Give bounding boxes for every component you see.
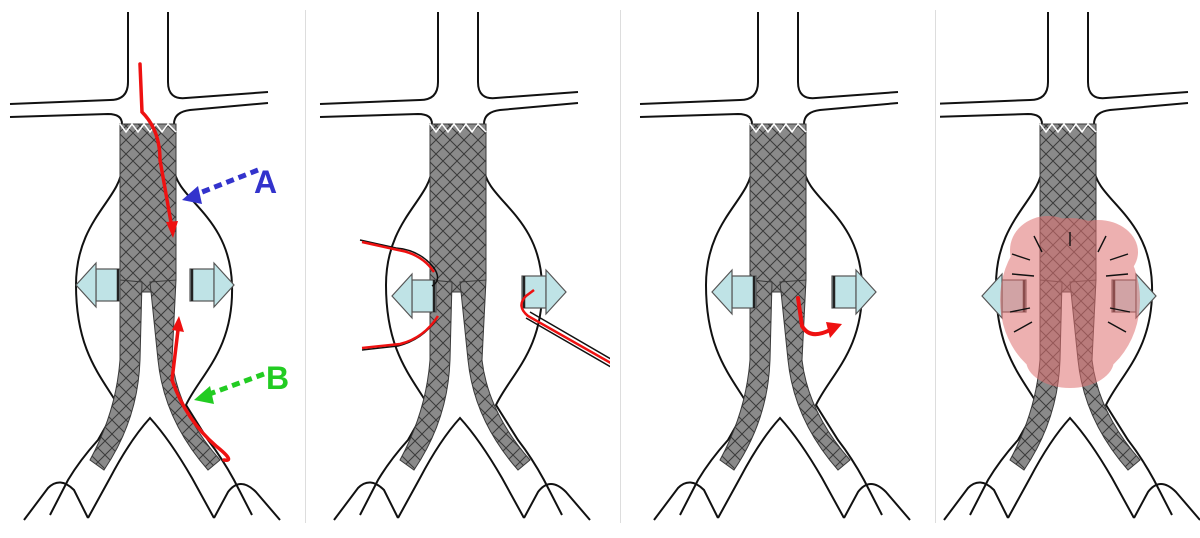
pressure-arrow-shaft bbox=[96, 269, 120, 301]
pressure-arrow-head bbox=[392, 274, 412, 318]
iliac-branch-right bbox=[524, 484, 590, 520]
pressure-arrow-head bbox=[856, 270, 876, 314]
stent-graft-body bbox=[430, 124, 486, 292]
lumbar-artery-lower bbox=[362, 320, 436, 350]
pressure-arrow-shaft bbox=[412, 280, 436, 312]
pressure-arrow-right-icon bbox=[522, 270, 566, 314]
vessel-wall-left-upper bbox=[320, 12, 438, 104]
pressure-arrow-right-icon bbox=[832, 270, 876, 314]
iliac-branch-right bbox=[214, 484, 280, 520]
panel-type-3-endoleak bbox=[630, 0, 930, 533]
renal-branch-right bbox=[1094, 103, 1188, 124]
vessel-anatomy bbox=[320, 12, 590, 520]
panel-1-drawing bbox=[0, 0, 300, 533]
pressure-arrow-head bbox=[546, 270, 566, 314]
pressure-arrow-right-icon bbox=[190, 263, 234, 307]
vessel-anatomy bbox=[10, 12, 280, 520]
label-b: B bbox=[266, 362, 289, 394]
panel-type-2-endoleak bbox=[310, 0, 610, 533]
iliac-branch-right bbox=[1134, 484, 1200, 520]
pressure-arrow-head bbox=[76, 263, 96, 307]
label-a: A bbox=[254, 166, 277, 198]
renal-branch-right bbox=[484, 103, 578, 124]
renal-branch-left bbox=[10, 114, 122, 124]
panel-2-drawing bbox=[310, 0, 610, 533]
pressure-arrow-left-icon bbox=[76, 263, 120, 307]
renal-branch-left bbox=[320, 114, 432, 124]
vessel-wall-left-upper bbox=[940, 12, 1048, 104]
pressure-cloud-lobe bbox=[1026, 332, 1114, 388]
iliac-branch-right bbox=[844, 484, 910, 520]
vessel-wall-right-upper bbox=[478, 12, 578, 98]
renal-branch-right bbox=[174, 103, 268, 124]
leader-arrow-b-head bbox=[194, 386, 214, 404]
divider bbox=[305, 10, 306, 523]
vessel-wall-right-upper bbox=[168, 12, 268, 98]
catheter-icon bbox=[526, 318, 610, 370]
leader-arrow-a-head bbox=[182, 186, 202, 204]
pressure-arrow-shaft bbox=[190, 269, 214, 301]
flow-arrow-head bbox=[826, 322, 842, 338]
panel-endotension bbox=[940, 0, 1200, 533]
pressure-arrow-head bbox=[712, 270, 732, 314]
leader-arrow-a bbox=[192, 170, 258, 196]
renal-branch-right bbox=[804, 103, 898, 124]
vessel-wall-left-upper bbox=[10, 12, 128, 104]
pressure-arrow-left-icon bbox=[392, 274, 436, 318]
renal-branch-left bbox=[940, 114, 1042, 124]
pressure-arrow-shaft bbox=[732, 276, 756, 308]
pressure-arrow-head bbox=[982, 274, 1002, 318]
leader-arrow-b bbox=[204, 374, 264, 396]
panel-4-drawing bbox=[940, 0, 1200, 533]
vessel-anatomy bbox=[640, 12, 910, 520]
panel-type-1-endoleak: A B bbox=[0, 0, 300, 533]
stent-graft-body bbox=[750, 124, 806, 292]
panel-3-drawing bbox=[630, 0, 930, 533]
vessel-wall-right-upper bbox=[798, 12, 898, 98]
divider bbox=[620, 10, 621, 523]
vessel-wall-left-upper bbox=[640, 12, 758, 104]
pressure-arrow-shaft bbox=[832, 276, 856, 308]
renal-branch-left bbox=[640, 114, 752, 124]
flow-arrow-icon bbox=[362, 316, 438, 348]
divider bbox=[935, 10, 936, 523]
pressure-arrow-left-icon bbox=[712, 270, 756, 314]
pressure-arrow-shaft bbox=[522, 276, 546, 308]
vessel-wall-right-upper bbox=[1088, 12, 1188, 98]
